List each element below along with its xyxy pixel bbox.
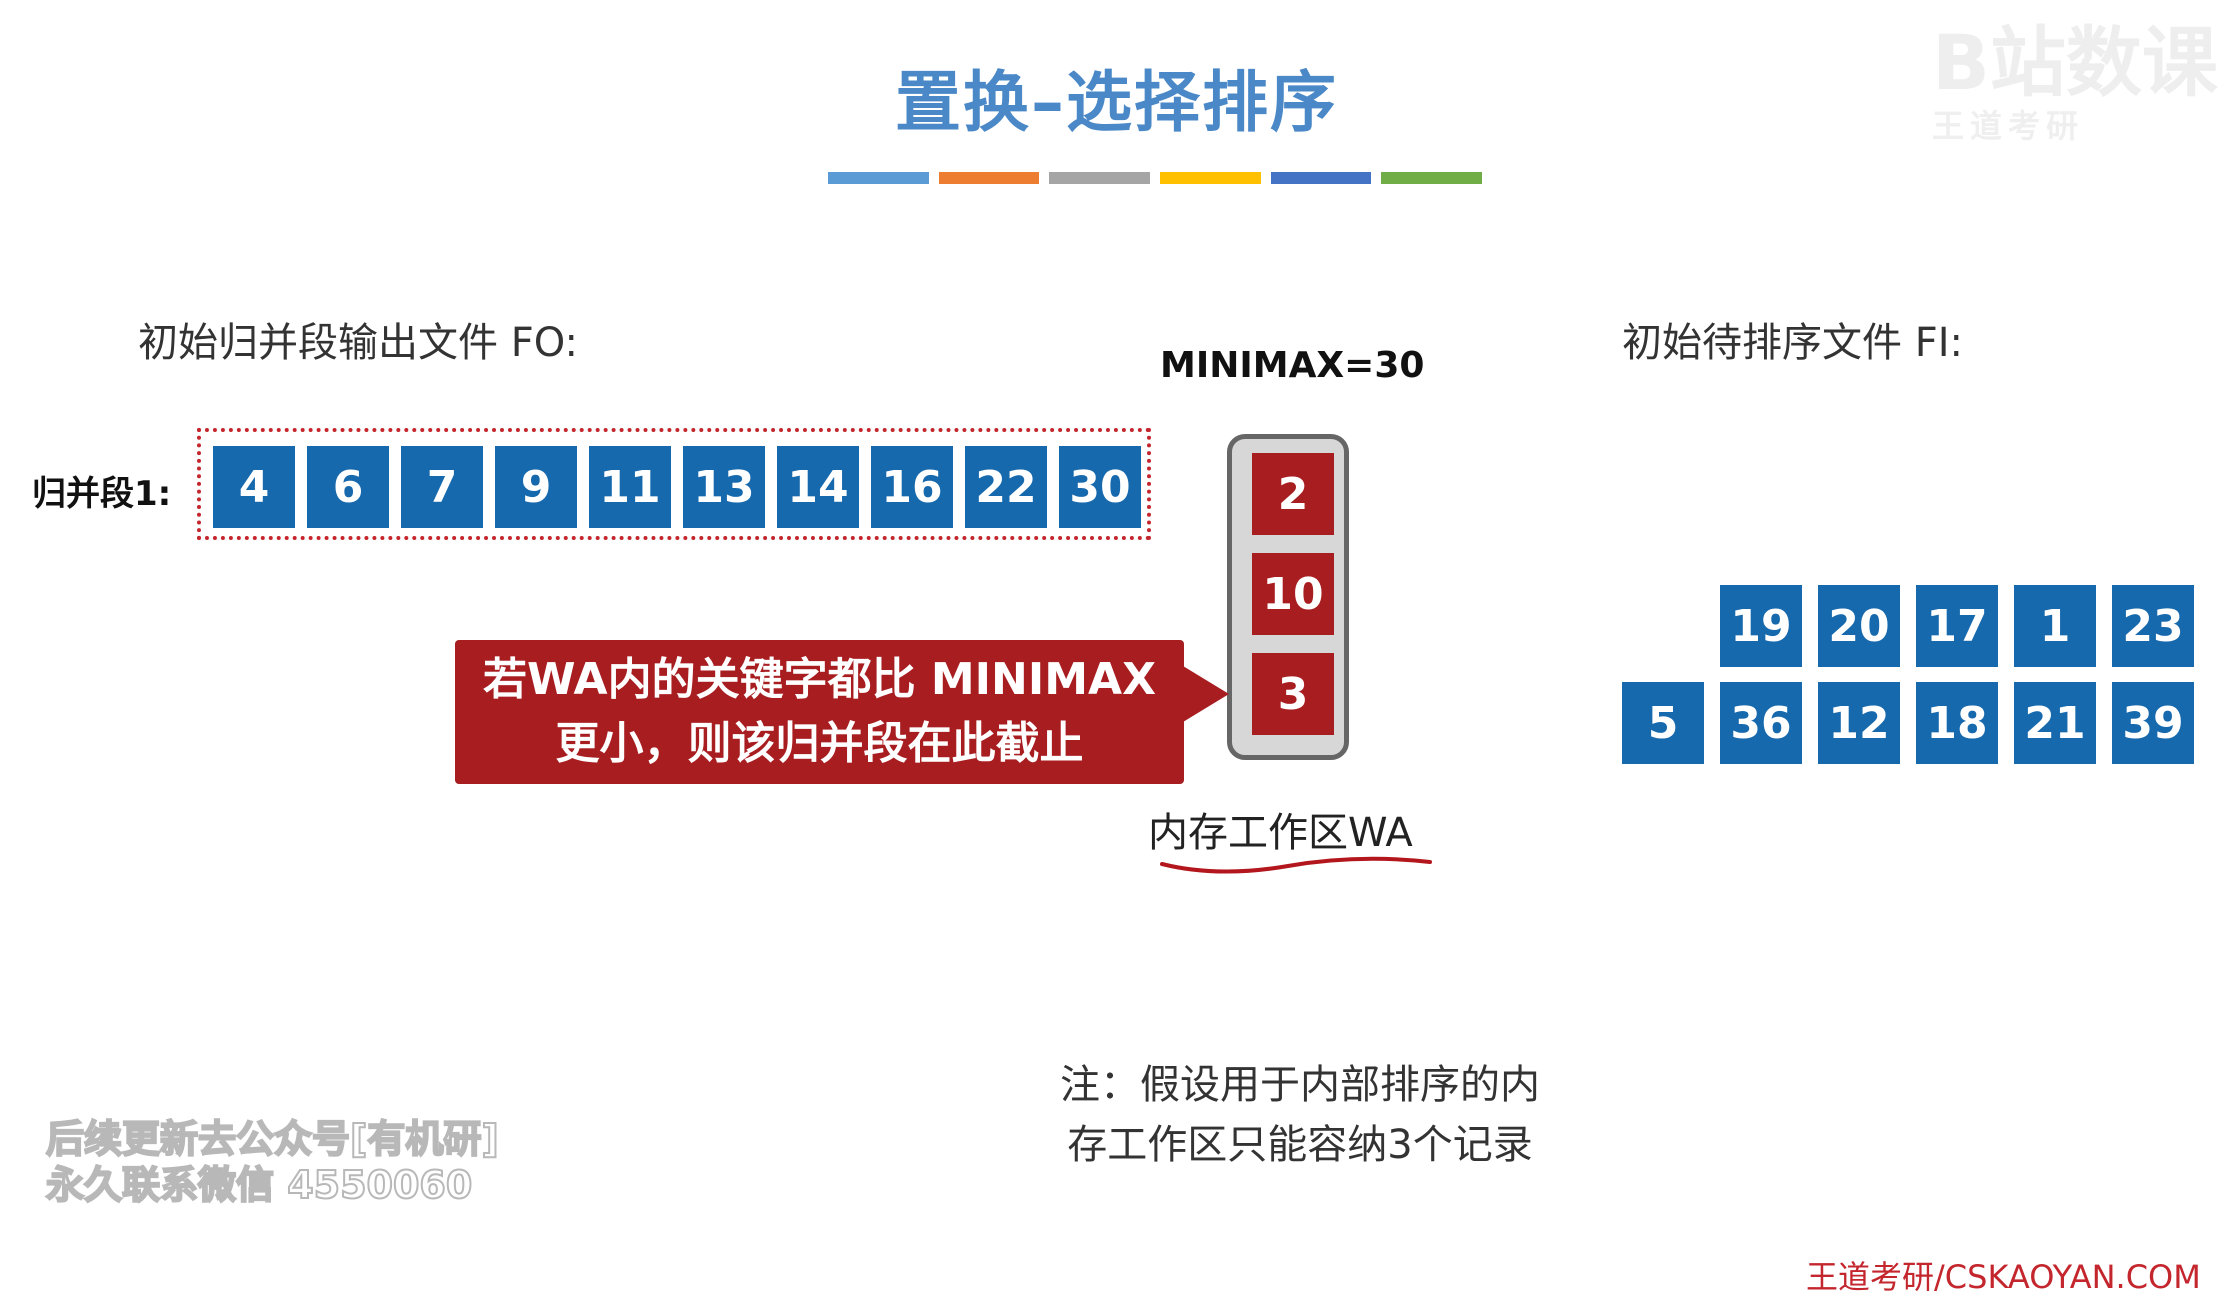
watermark-logo: B站数课 王道考研 bbox=[1932, 20, 2232, 180]
note-line2: 存工作区只能容纳3个记录 bbox=[1067, 1122, 1533, 1168]
run1-cell: 11 bbox=[589, 446, 671, 528]
callout-line1: 若WA内的关键字都比 MINIMAX bbox=[482, 654, 1157, 705]
page-title: 置换–选择排序 bbox=[895, 64, 1338, 141]
callout-pointer bbox=[1183, 666, 1229, 722]
run1-cell: 6 bbox=[307, 446, 389, 528]
work-area-label: 内存工作区WA bbox=[1148, 810, 1413, 856]
title-bar-segment bbox=[938, 172, 1040, 184]
fi-cell-bottom: 21 bbox=[2014, 682, 2096, 764]
title-bar-segment bbox=[1049, 172, 1151, 184]
watermark-bottom: 后续更新去公众号[有机研] 永久联系微信 4550060 bbox=[45, 1116, 500, 1208]
run1-cell: 22 bbox=[965, 446, 1047, 528]
wa-cell: 2 bbox=[1252, 453, 1334, 535]
title-bar-segment bbox=[1270, 172, 1372, 184]
wa-cell: 3 bbox=[1252, 653, 1334, 735]
fi-cell-bottom: 39 bbox=[2112, 682, 2194, 764]
wa-cell: 10 bbox=[1252, 553, 1334, 635]
fi-label: 初始待排序文件 FI: bbox=[1622, 320, 1963, 366]
run1-cell: 16 bbox=[871, 446, 953, 528]
fi-cell-top: 17 bbox=[1916, 585, 1998, 667]
note-line1: 注：假设用于内部排序的内 bbox=[1060, 1062, 1540, 1108]
fi-cell-bottom: 18 bbox=[1916, 682, 1998, 764]
run1-label: 归并段1: bbox=[32, 474, 172, 514]
run1-cell: 14 bbox=[777, 446, 859, 528]
fi-cell-top: 19 bbox=[1720, 585, 1802, 667]
watermark-logo-line1: B站数课 bbox=[1932, 18, 2218, 107]
run1-dotted-border bbox=[197, 428, 1151, 540]
run1-cell: 13 bbox=[683, 446, 765, 528]
run1-cell: 4 bbox=[213, 446, 295, 528]
fi-cell-bottom: 5 bbox=[1622, 682, 1704, 764]
callout-box: 若WA内的关键字都比 MINIMAX 更小，则该归并段在此截止 bbox=[455, 640, 1184, 784]
fo-label: 初始归并段输出文件 FO: bbox=[138, 320, 578, 366]
work-area-container: 2 10 3 bbox=[1227, 434, 1349, 760]
fi-cell-bottom: 36 bbox=[1720, 682, 1802, 764]
note: 注：假设用于内部排序的内 存工作区只能容纳3个记录 bbox=[1030, 1055, 1570, 1175]
fi-cell-top: 1 bbox=[2014, 585, 2096, 667]
title-bar-segment bbox=[1160, 172, 1261, 184]
title-bar-segment bbox=[828, 172, 929, 184]
fi-cell-top: 20 bbox=[1818, 585, 1900, 667]
watermark-logo-line2: 王道考研 bbox=[1932, 107, 2085, 145]
wavy-underline bbox=[1160, 856, 1432, 874]
title-color-bars bbox=[828, 172, 1483, 184]
run1-cell: 30 bbox=[1059, 446, 1141, 528]
run1-cell: 7 bbox=[401, 446, 483, 528]
callout-line2: 更小，则该归并段在此截止 bbox=[555, 718, 1084, 769]
run1-cell: 9 bbox=[495, 446, 577, 528]
watermark-bottom-line1: 后续更新去公众号[有机研] bbox=[45, 1116, 500, 1162]
title-bar-segment bbox=[1381, 172, 1483, 184]
fi-cell-bottom: 12 bbox=[1818, 682, 1900, 764]
fi-cell-top: 23 bbox=[2112, 585, 2194, 667]
watermark-bottom-line2: 永久联系微信 4550060 bbox=[45, 1162, 473, 1208]
watermark-corner: 王道考研/CSKAOYAN.COM bbox=[1806, 1258, 2201, 1296]
minimax-value: MINIMAX=30 bbox=[1160, 345, 1425, 386]
